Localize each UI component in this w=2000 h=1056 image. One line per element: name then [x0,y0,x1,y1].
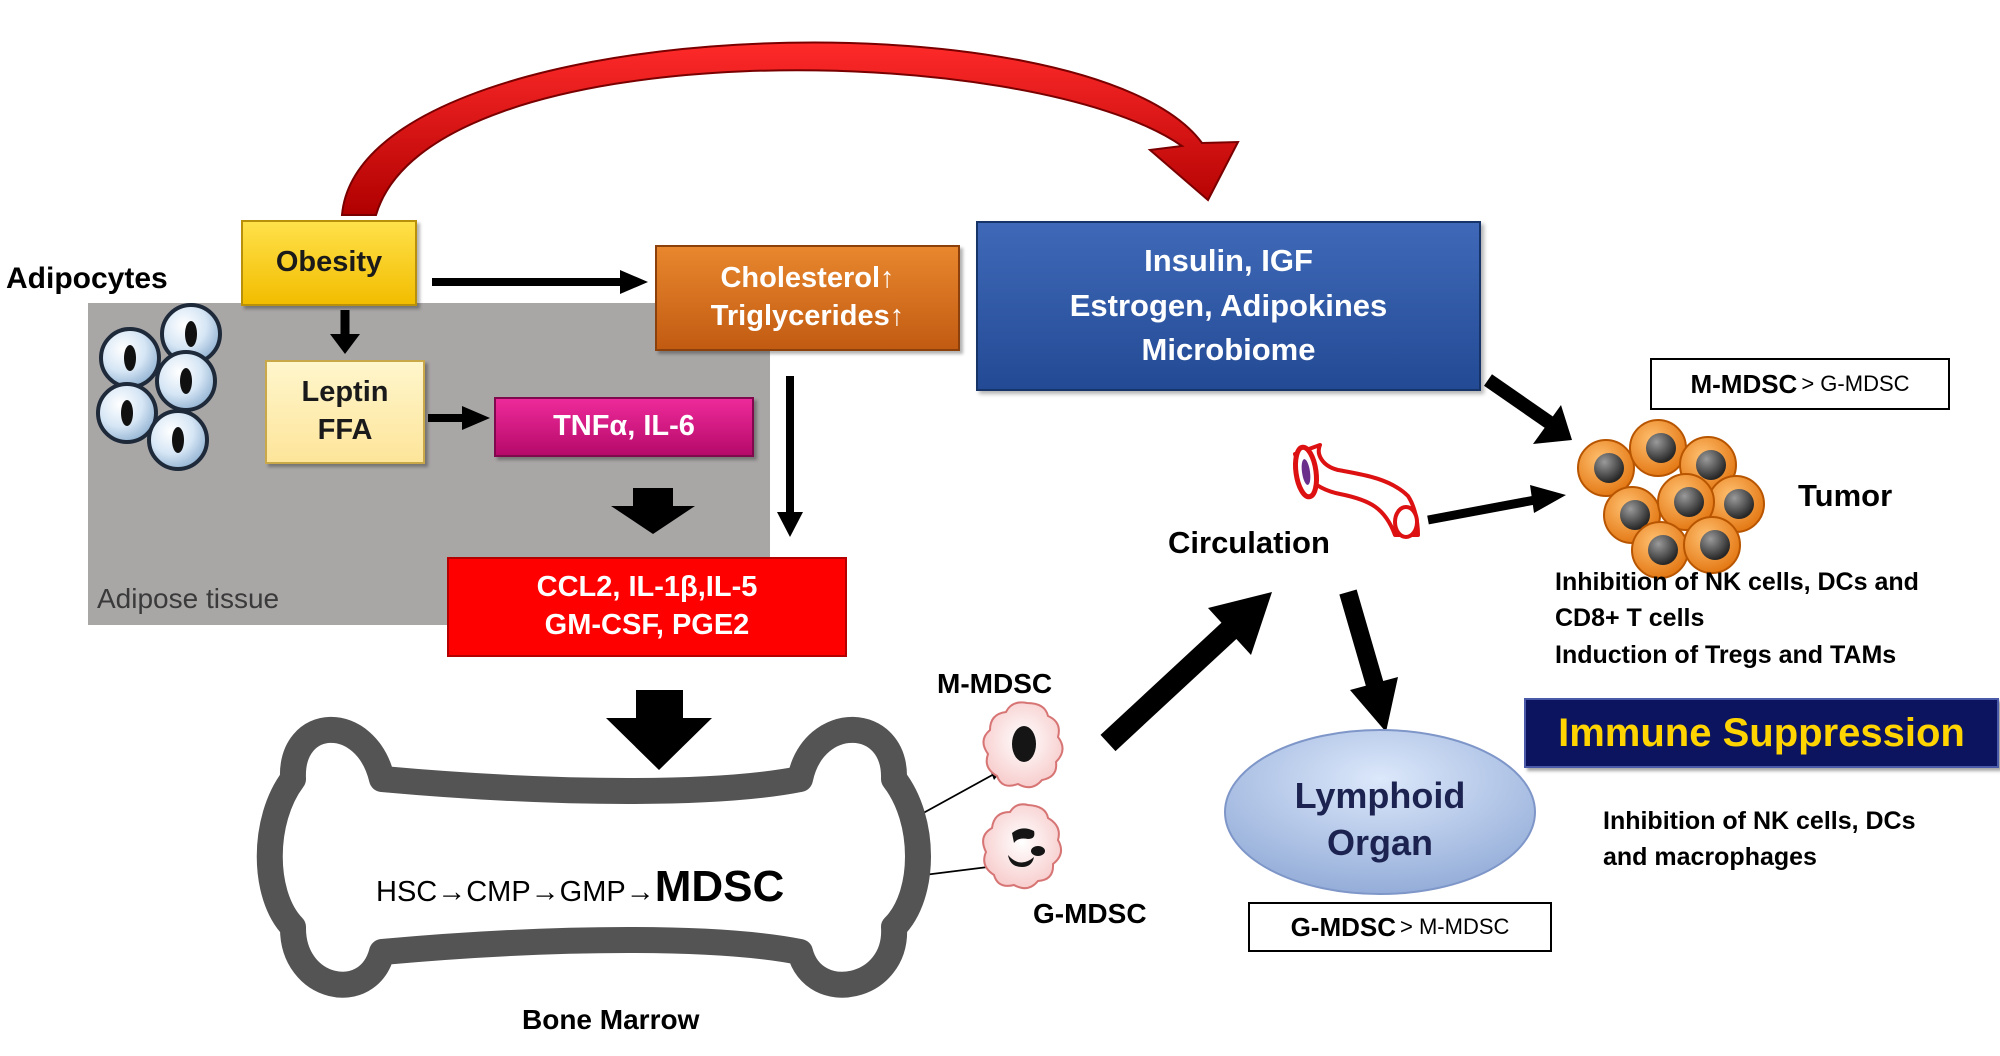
tnf-to-cytokines-arrow [611,488,695,534]
circulation-label: Circulation [1168,525,1330,560]
lipids-to-cytokines-arrow [777,376,803,537]
triglycerides-text: Triglycerides↑ [710,300,905,332]
blood-vessel-icon [1293,443,1420,539]
differentiation-text: HSC→CMP→GMP→ [376,876,655,908]
leptin-to-tnf-arrow [428,406,490,430]
cytokines-line-2: GM-CSF, PGE2 [544,609,750,641]
hormones-box: Insulin, IGF Estrogen, Adipokines Microb… [976,221,1481,391]
tumor-effect-2: CD8+ T cells [1555,604,1705,633]
adipocyte-cells [96,303,222,471]
tumor-effects: Inhibition of NK cells, DCs and CD8+ T c… [1555,564,1919,673]
cytokines-to-bone-marrow-arrow [606,690,712,770]
tumor-ratio-major: M-MDSC [1690,368,1798,399]
hormones-line-3: Microbiome [1141,332,1316,368]
tumor-label: Tumor [1798,478,1893,513]
mdsc-text: MDSC [654,862,785,911]
leptin-ffa-box: Leptin FFA [265,360,425,464]
adipocytes-label: Adipocytes [6,262,168,295]
hormones-to-tumor-arrow [1484,374,1572,444]
lymphoid-text: Lymphoid [1294,775,1466,816]
circulation-to-lymphoid-arrow [1339,589,1398,732]
lipids-box: Cholesterol↑ Triglycerides↑ [655,245,960,351]
obesity-text: Obesity [275,246,383,279]
bone-shape [256,717,931,998]
bone-marrow-label: Bone Marrow [522,1004,700,1035]
ffa-text: FFA [317,414,373,446]
organ-text: Organ [1326,821,1433,863]
lymphoid-organ-label: Lymphoid Organ [1215,773,1545,867]
circulation-to-tumor-arrow [1427,485,1566,525]
m-mdsc-label: M-MDSC [937,668,1053,699]
lymphoid-ratio-rel: > M-MDSC [1400,914,1510,939]
g-mdsc-cell [982,803,1063,890]
lymphoid-organ-shape [1224,729,1536,895]
tnf-il6-box: TNFα, IL-6 [494,397,754,457]
differentiation-path: HSC→CMP→GMP→MDSC [376,862,784,912]
adipose-tissue-label: Adipose tissue [97,583,280,614]
lymphoid-ratio-major: G-MDSC [1290,911,1397,942]
m-mdsc-cell [982,701,1064,789]
cytokines-line-1: CCL2, IL-1β,IL-5 [536,571,758,604]
tumor-effect-1: Inhibition of NK cells, DCs and [1555,568,1919,596]
lymphoid-effect-2: and macrophages [1603,843,1817,872]
immune-suppression-text: Immune Suppression [1558,711,1965,755]
tnf-text: TNFα, IL-6 [553,410,695,443]
g-mdsc-label: G-MDSC [1033,898,1147,929]
lymphoid-effects: Inhibition of NK cells, DCs and macropha… [1603,803,1916,876]
hormones-line-1: Insulin, IGF [1144,242,1313,278]
mdsc-to-circulation-arrow [1100,592,1272,752]
lymphoid-effect-1: Inhibition of NK cells, DCs [1603,807,1916,835]
lymphoid-mdsc-ratio: G-MDSC > M-MDSC [1248,902,1552,952]
immune-suppression-banner: Immune Suppression [1524,698,1999,768]
obesity-to-leptin-arrow [330,310,360,354]
tumor-ratio-rel: > G-MDSC [1801,371,1910,396]
tumor-cell-cluster [1577,419,1765,579]
hormones-line-2: Estrogen, Adipokines [1069,287,1388,323]
tumor-mdsc-ratio: M-MDSC > G-MDSC [1650,358,1950,410]
obesity-box: Obesity [241,220,417,306]
cholesterol-text: Cholesterol↑ [720,262,895,295]
leptin-text: Leptin [301,376,389,409]
obesity-to-lipids-arrow [432,270,648,294]
tumor-effect-3: Induction of Tregs and TAMs [1555,640,1897,669]
cytokines-box: CCL2, IL-1β,IL-5 GM-CSF, PGE2 [447,557,847,657]
curved-red-arrow [340,41,1240,216]
